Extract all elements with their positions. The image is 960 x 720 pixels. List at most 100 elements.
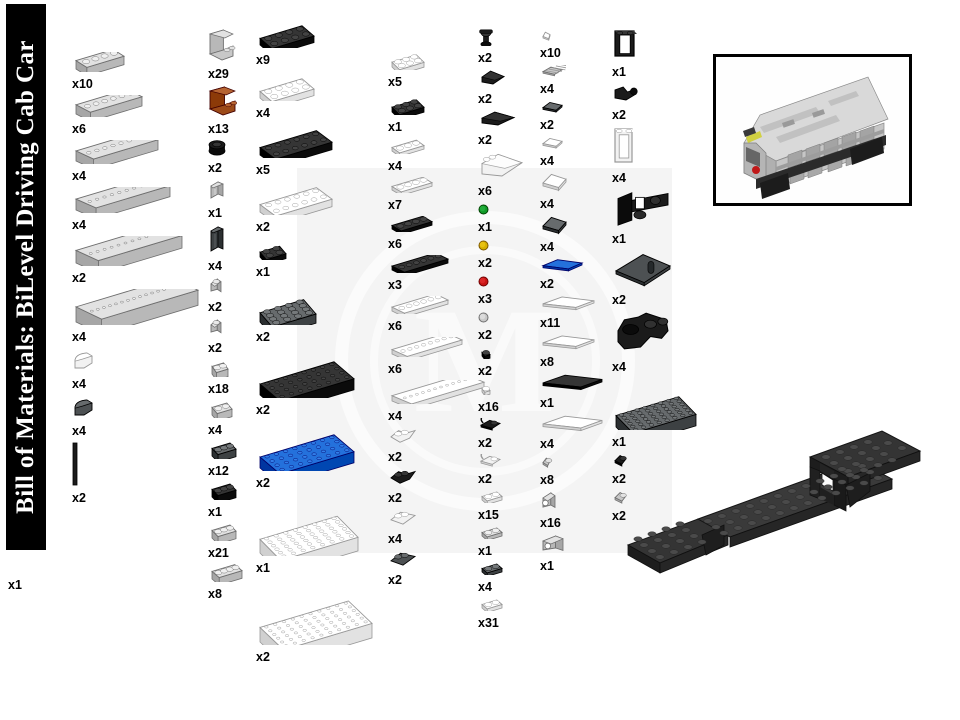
corner-icon xyxy=(390,470,417,484)
part-quantity: x2 xyxy=(256,650,270,664)
part-icon xyxy=(208,564,244,587)
part-icon xyxy=(612,311,698,360)
plate-icon xyxy=(391,99,425,121)
clip-icon xyxy=(479,451,502,467)
part-quantity: x2 xyxy=(478,51,492,65)
part-icon xyxy=(540,63,606,82)
part-entry: x2 xyxy=(256,283,374,344)
part-icon xyxy=(388,215,486,237)
part-icon xyxy=(208,179,244,206)
part-entry: x4 xyxy=(540,172,606,211)
round1-icon xyxy=(478,312,489,323)
part-entry: x4 xyxy=(478,562,526,594)
part-icon xyxy=(540,28,606,46)
part-icon xyxy=(256,579,374,666)
part-quantity: x16 xyxy=(540,516,561,530)
plate-icon xyxy=(259,299,317,338)
part-icon xyxy=(388,293,486,319)
clip-icon xyxy=(479,415,502,431)
part-icon xyxy=(540,373,606,396)
part-icon xyxy=(388,509,486,532)
part-entry: x6 xyxy=(388,215,486,251)
part-icon xyxy=(388,427,486,450)
part-entry: x3 xyxy=(388,252,486,292)
brick-icon xyxy=(74,48,126,77)
plate-icon xyxy=(259,361,355,413)
part-icon xyxy=(540,455,606,473)
part-entry: x1 xyxy=(208,179,244,220)
part-entry: x4 xyxy=(540,136,606,168)
part-entry: x2 xyxy=(478,346,526,378)
tbrick-icon xyxy=(542,492,556,509)
part-quantity: x8 xyxy=(540,355,554,369)
part-icon xyxy=(208,140,244,161)
part-icon xyxy=(72,131,200,170)
part-quantity: x2 xyxy=(388,450,402,464)
part-icon xyxy=(478,451,526,472)
part-quantity: x3 xyxy=(478,292,492,306)
brick1-icon xyxy=(210,278,222,293)
part-quantity: x1 xyxy=(612,435,626,449)
part-icon xyxy=(72,88,200,123)
round1-icon xyxy=(478,240,489,251)
part-entry: x5 xyxy=(388,48,486,89)
brick-icon xyxy=(74,131,160,170)
part-entry: x4 xyxy=(72,176,200,232)
tile-icon xyxy=(542,31,551,41)
part-icon xyxy=(540,100,606,118)
part-quantity: x1 xyxy=(388,120,402,134)
part-quantity: x2 xyxy=(478,328,492,342)
part-quantity: x18 xyxy=(208,382,229,396)
part-quantity: x6 xyxy=(478,184,492,198)
part-quantity: x31 xyxy=(478,616,499,630)
plate-icon xyxy=(259,434,355,486)
part-entry: x2 xyxy=(208,318,244,355)
part-entry: x10 xyxy=(72,48,200,91)
part-quantity: x2 xyxy=(540,118,554,132)
part-entry: x2 xyxy=(256,421,374,490)
part-quantity: x4 xyxy=(72,218,86,232)
part-icon xyxy=(208,224,244,259)
part-entry: x2 xyxy=(612,490,698,523)
brick1-icon xyxy=(210,319,222,334)
part-quantity: x2 xyxy=(256,476,270,490)
part-quantity: x2 xyxy=(208,161,222,175)
part-quantity: x2 xyxy=(72,491,86,505)
part-icon xyxy=(256,238,374,266)
plate-icon xyxy=(390,373,486,410)
part-entry: x1 xyxy=(208,482,244,519)
part-entry: x16 xyxy=(478,382,526,414)
part-icon xyxy=(478,202,526,220)
part-quantity: x4 xyxy=(540,197,554,211)
part-entry: x15 xyxy=(478,490,526,522)
part-entry: x5 xyxy=(256,124,374,177)
slope-icon xyxy=(480,111,516,126)
part-entry: x7 xyxy=(388,176,486,212)
part-entry: x4 xyxy=(256,71,374,120)
brick-icon xyxy=(211,564,243,586)
part-icon xyxy=(256,494,374,576)
curve-icon xyxy=(74,399,93,416)
part-entry: x1 xyxy=(388,93,486,134)
part-entry: x10 xyxy=(540,28,606,60)
small-icon xyxy=(614,454,627,467)
brick-icon xyxy=(211,524,237,546)
part-icon xyxy=(388,252,486,278)
plate-icon xyxy=(390,139,426,158)
part-entry: x4 xyxy=(388,138,486,173)
part-icon xyxy=(208,441,244,464)
part-icon xyxy=(388,48,486,76)
plate-icon xyxy=(481,563,503,578)
chassis-part xyxy=(620,415,940,600)
part-icon xyxy=(208,523,244,546)
part-entry: x2 xyxy=(72,442,200,505)
part-entry: x6 xyxy=(478,151,526,198)
brick-icon xyxy=(74,176,172,220)
part-icon xyxy=(540,295,606,316)
part-quantity: x7 xyxy=(388,198,402,212)
part-quantity: x2 xyxy=(388,491,402,505)
part-quantity: x9 xyxy=(256,53,270,67)
